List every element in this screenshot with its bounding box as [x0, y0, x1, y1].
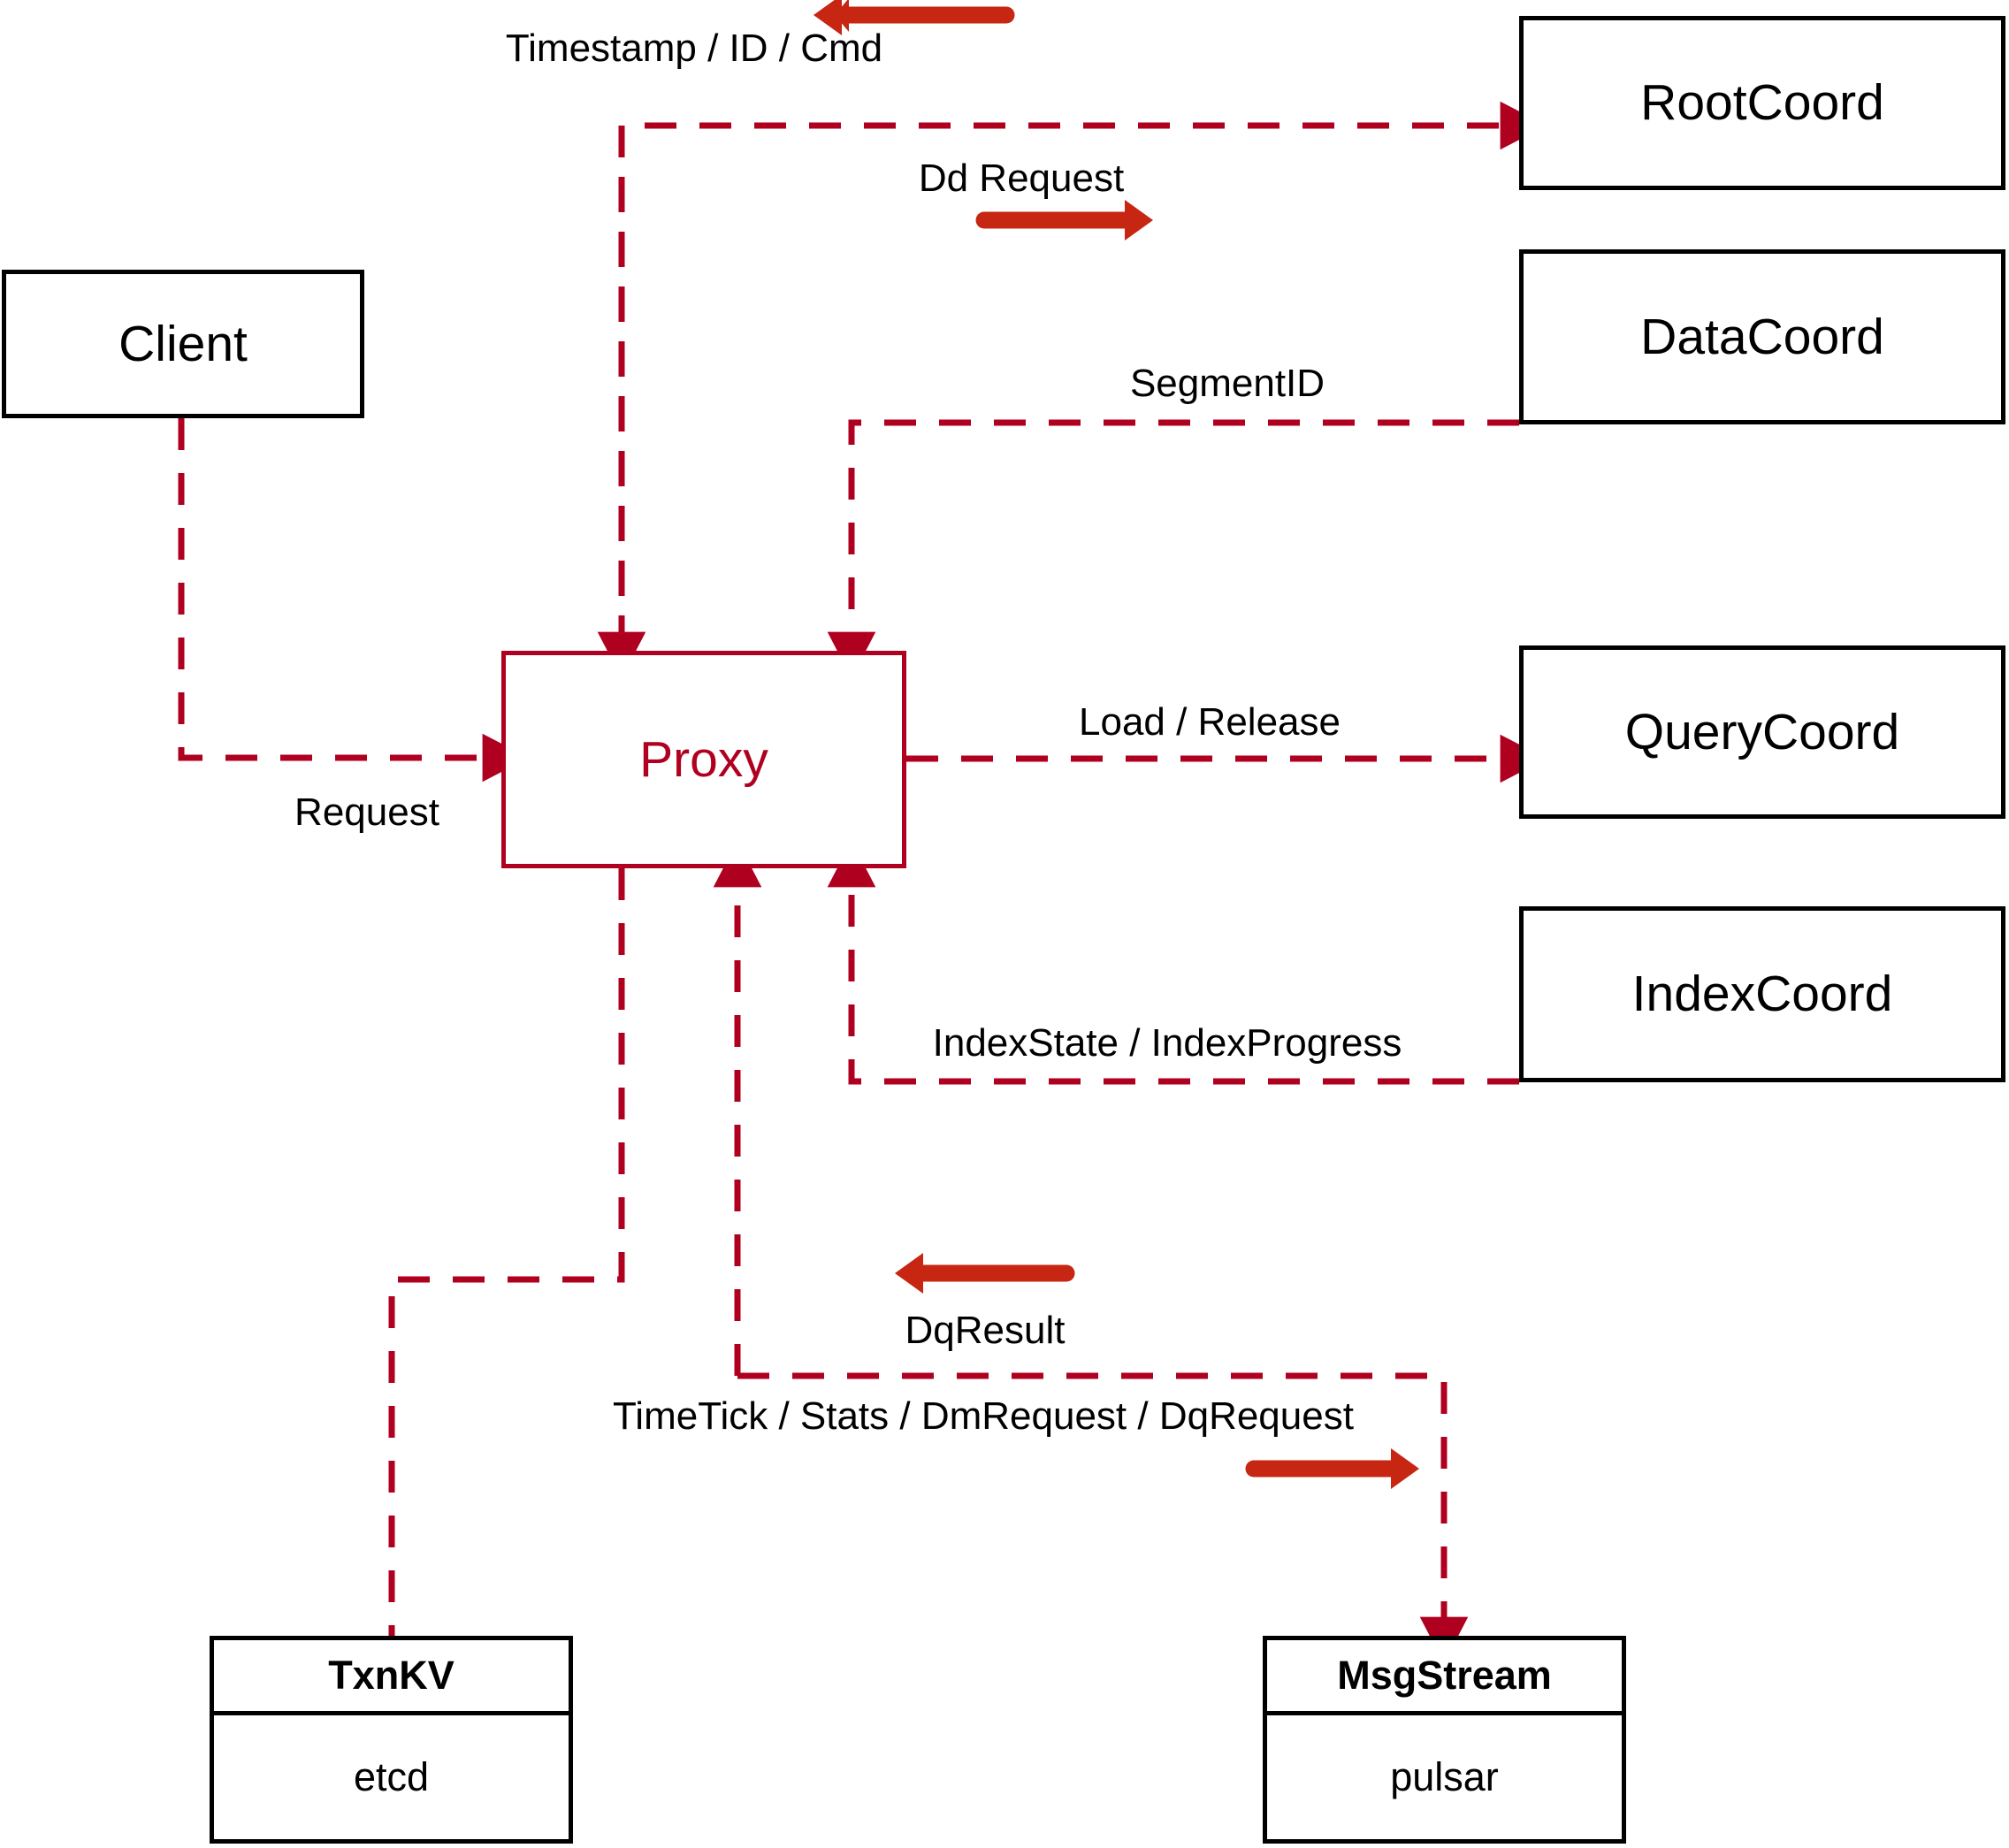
- node-txnkv-body: etcd: [214, 1715, 569, 1839]
- node-msgstream-sublabel: pulsar: [1390, 1754, 1499, 1799]
- node-datacoord-label: DataCoord: [1640, 308, 1884, 365]
- node-indexcoord-label: IndexCoord: [1631, 966, 1893, 1022]
- node-txnkv[interactable]: TxnKV etcd: [210, 1636, 573, 1844]
- direction-arrow-left-icon-timestamp: [814, 0, 1015, 35]
- edge-label-request: Request: [294, 790, 439, 834]
- edge-request: [178, 418, 530, 783]
- edge-label-dd-request: Dd Request: [918, 157, 1125, 200]
- direction-arrow-left-icon-dq-result: [895, 1253, 1075, 1294]
- node-proxy-label: Proxy: [639, 731, 768, 788]
- node-client[interactable]: Client: [2, 270, 364, 418]
- edge-label-load-release: Load / Release: [1079, 700, 1341, 744]
- node-rootcoord-label: RootCoord: [1640, 74, 1884, 131]
- node-txnkv-sublabel: etcd: [353, 1754, 430, 1799]
- node-msgstream-label: MsgStream: [1337, 1653, 1552, 1698]
- edge-label-index-state-progress: IndexState / IndexProgress: [932, 1021, 1402, 1065]
- node-client-label: Client: [118, 315, 248, 372]
- edge-label-timetick-stats-dm-dq: TimeTick / Stats / DmRequest / DqRequest: [613, 1394, 1354, 1438]
- node-txnkv-header: TxnKV: [214, 1640, 569, 1715]
- direction-arrow-right-icon-dd-request: [975, 200, 1153, 241]
- direction-arrow-right-icon-timetick: [1245, 1448, 1419, 1489]
- edge-timetick-stats-dm-dq: [737, 1372, 1469, 1664]
- edge-label-dq-result: DqResult: [905, 1309, 1066, 1352]
- node-proxy[interactable]: Proxy: [501, 651, 906, 868]
- edge-index-state-progress: [827, 840, 1519, 1085]
- node-indexcoord[interactable]: IndexCoord: [1519, 906, 2005, 1082]
- node-querycoord-label: QueryCoord: [1624, 703, 1900, 760]
- node-querycoord[interactable]: QueryCoord: [1519, 645, 2005, 819]
- node-txnkv-label: TxnKV: [328, 1653, 455, 1698]
- edge-label-timestamp-id-cmd: Timestamp / ID / Cmd: [505, 27, 883, 70]
- edge-label-segment-id: SegmentID: [1129, 362, 1325, 405]
- node-msgstream-header: MsgStream: [1267, 1640, 1622, 1715]
- node-msgstream-body: pulsar: [1267, 1715, 1622, 1839]
- node-datacoord[interactable]: DataCoord: [1519, 249, 2005, 424]
- edge-segment-id: [827, 419, 1519, 679]
- node-rootcoord[interactable]: RootCoord: [1519, 16, 2005, 190]
- node-msgstream[interactable]: MsgStream pulsar: [1263, 1636, 1626, 1844]
